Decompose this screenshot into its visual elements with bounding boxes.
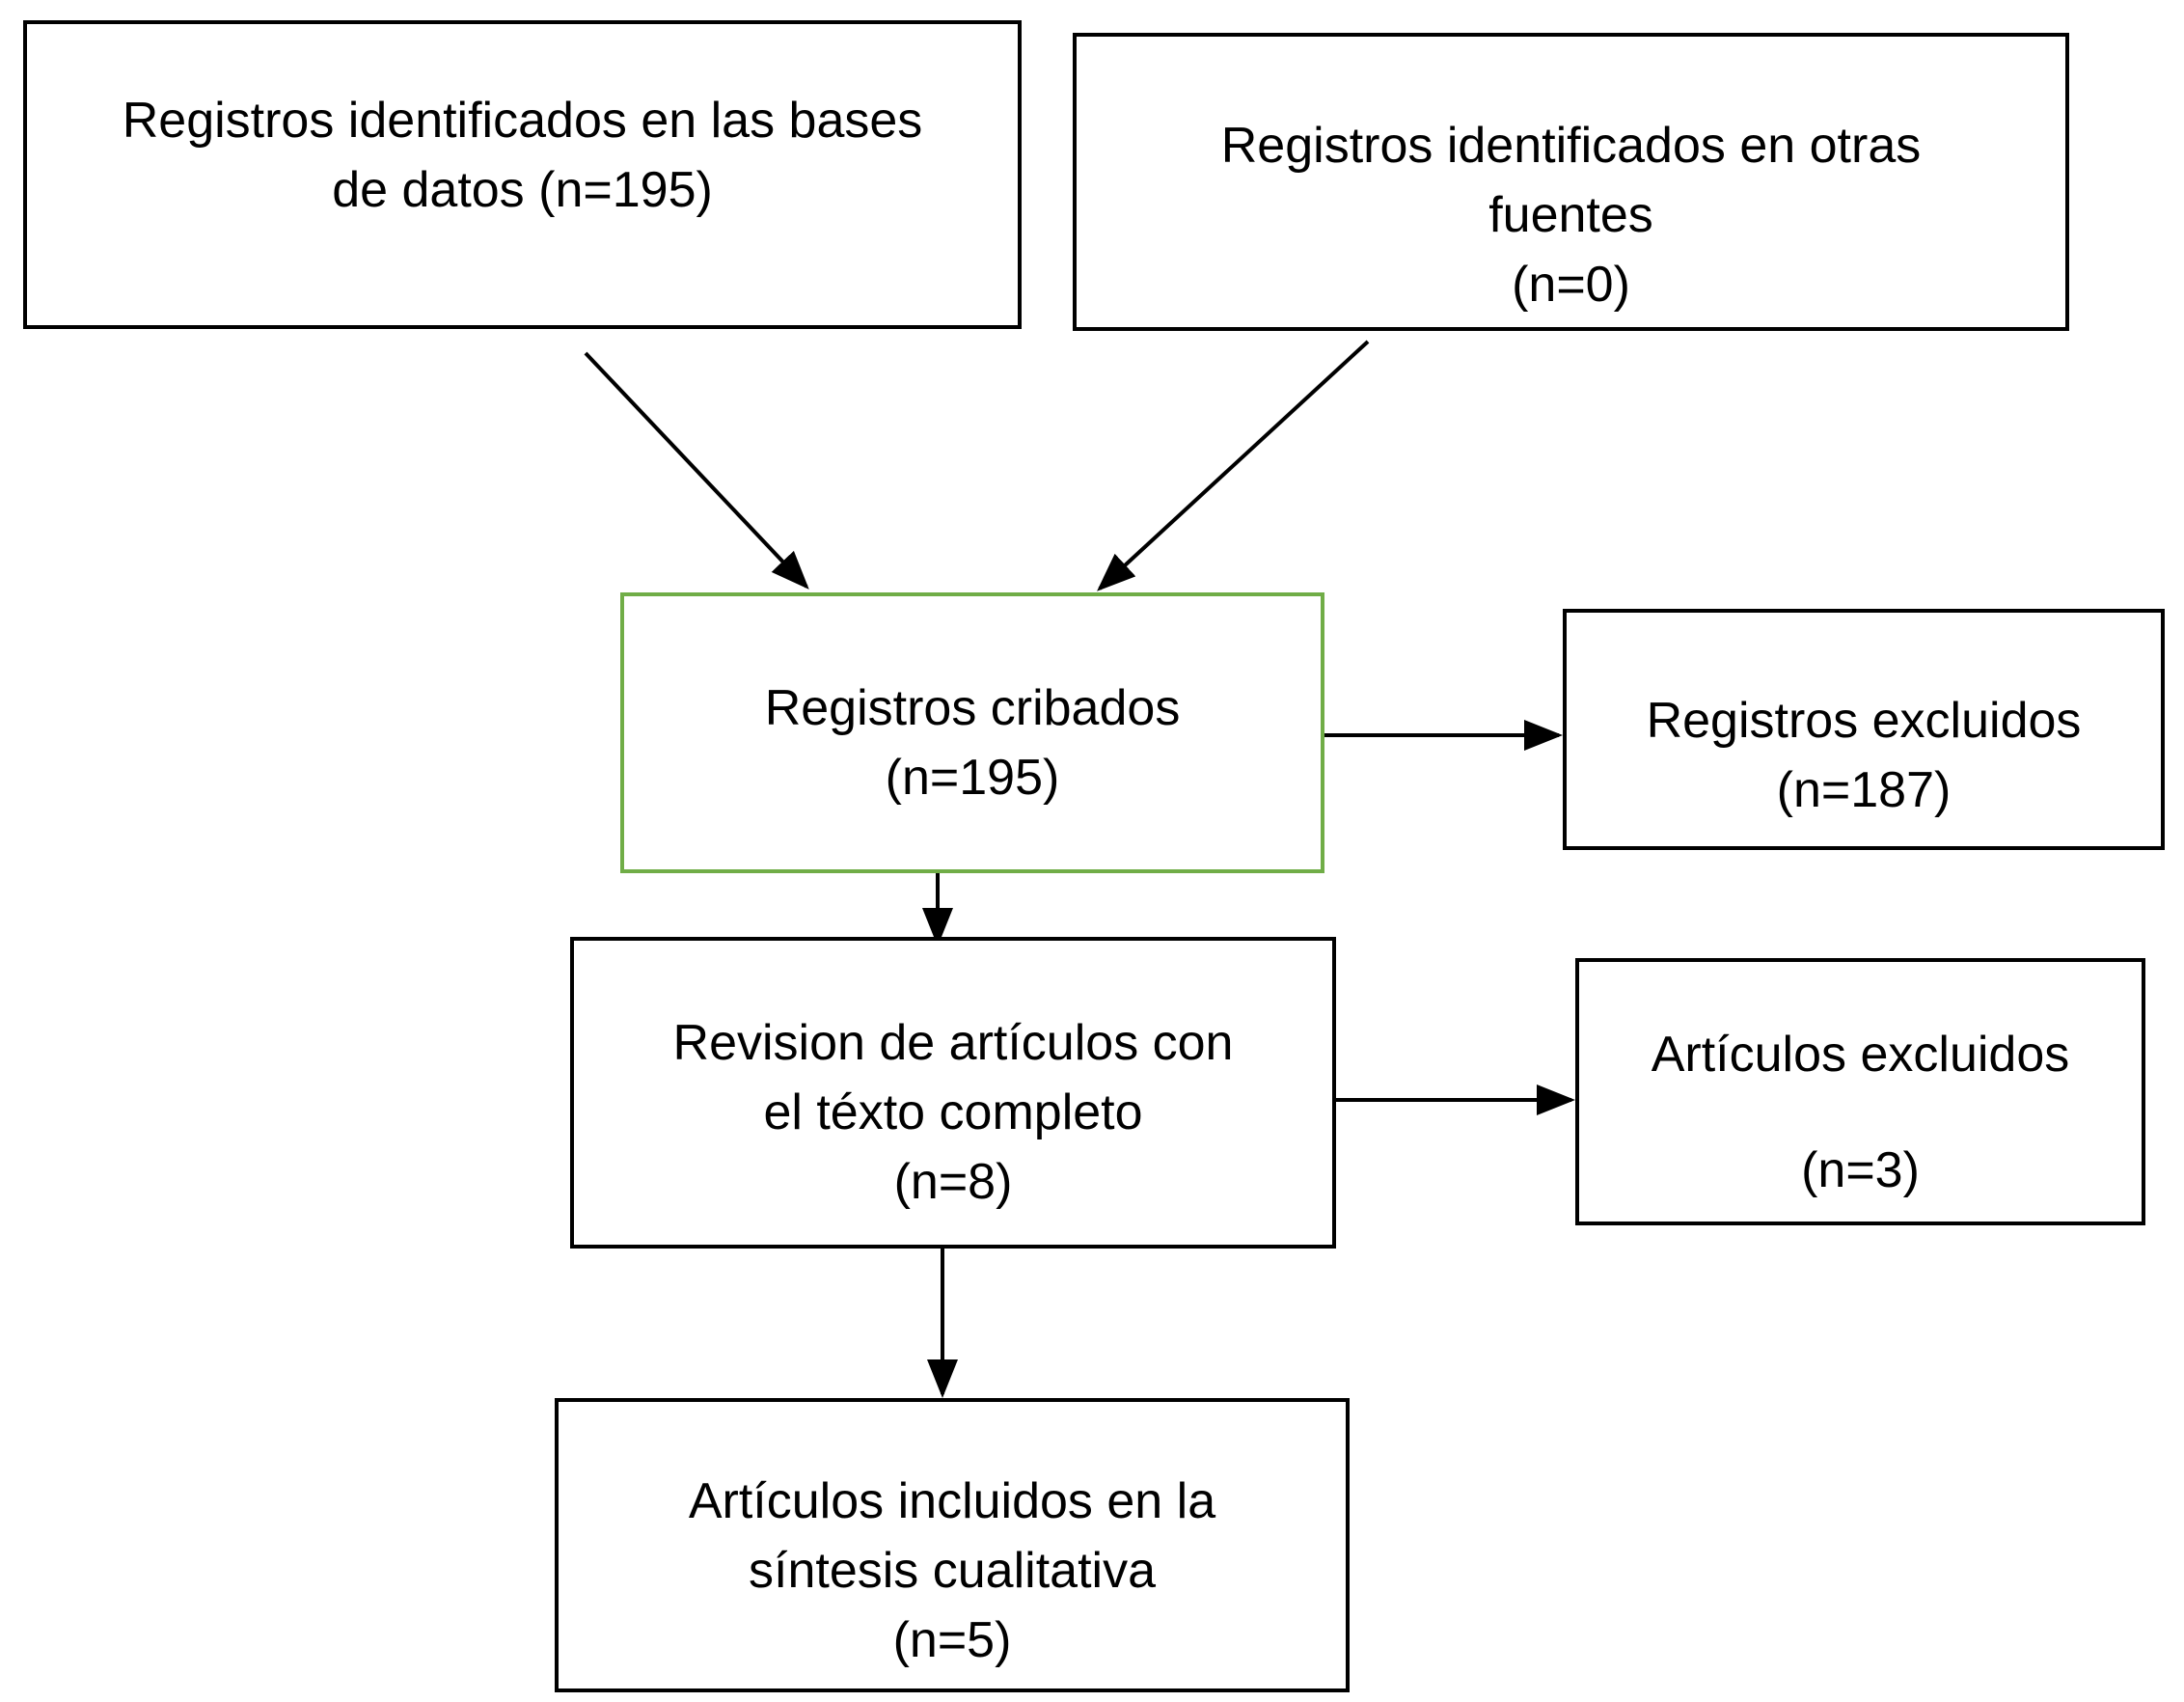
box-records-screened: Registros cribados (n=195) xyxy=(620,592,1324,873)
arrow-other-to-screened xyxy=(1097,340,1370,591)
box-records-screened-line2: (n=195) xyxy=(885,750,1060,806)
box-records-screened-line1: Registros cribados xyxy=(764,680,1181,736)
box-records-databases: Registros identificados en las bases de … xyxy=(23,20,1022,329)
box-records-other-sources-line1: Registros identificados en otras xyxy=(1220,118,1922,174)
box-articles-included-line3: (n=5) xyxy=(892,1612,1012,1668)
box-articles-excluded-line1: Artículos excluidos xyxy=(1651,1027,2070,1083)
box-fulltext-review-line1: Revision de artículos con xyxy=(672,1015,1234,1071)
box-records-databases-line2: de datos (n=195) xyxy=(332,162,713,218)
box-articles-included-line2: síntesis cualitativa xyxy=(749,1543,1156,1599)
box-records-other-sources-line2: fuentes xyxy=(1488,187,1653,243)
box-articles-excluded: Artículos excluidos (n=3) xyxy=(1575,958,2145,1225)
box-fulltext-review: Revision de artículos con el téxto compl… xyxy=(570,937,1336,1249)
box-records-other-sources: Registros identificados en otras fuentes… xyxy=(1073,33,2069,331)
arrow-db-to-screened xyxy=(584,351,809,590)
box-records-excluded: Registros excluidos (n=187) xyxy=(1563,609,2165,850)
box-fulltext-review-line3: (n=8) xyxy=(893,1154,1013,1210)
box-records-excluded-line1: Registros excluidos xyxy=(1646,693,2082,749)
box-articles-included-line1: Artículos incluidos en la xyxy=(688,1473,1216,1529)
box-records-databases-line1: Registros identificados en las bases xyxy=(122,93,923,149)
box-articles-excluded-line2: (n=3) xyxy=(1801,1142,1920,1198)
box-records-excluded-line2: (n=187) xyxy=(1776,762,1952,818)
box-fulltext-review-line2: el téxto completo xyxy=(763,1084,1143,1140)
box-articles-included: Artículos incluidos en la síntesis cuali… xyxy=(555,1398,1350,1692)
box-records-other-sources-line3: (n=0) xyxy=(1512,257,1630,313)
